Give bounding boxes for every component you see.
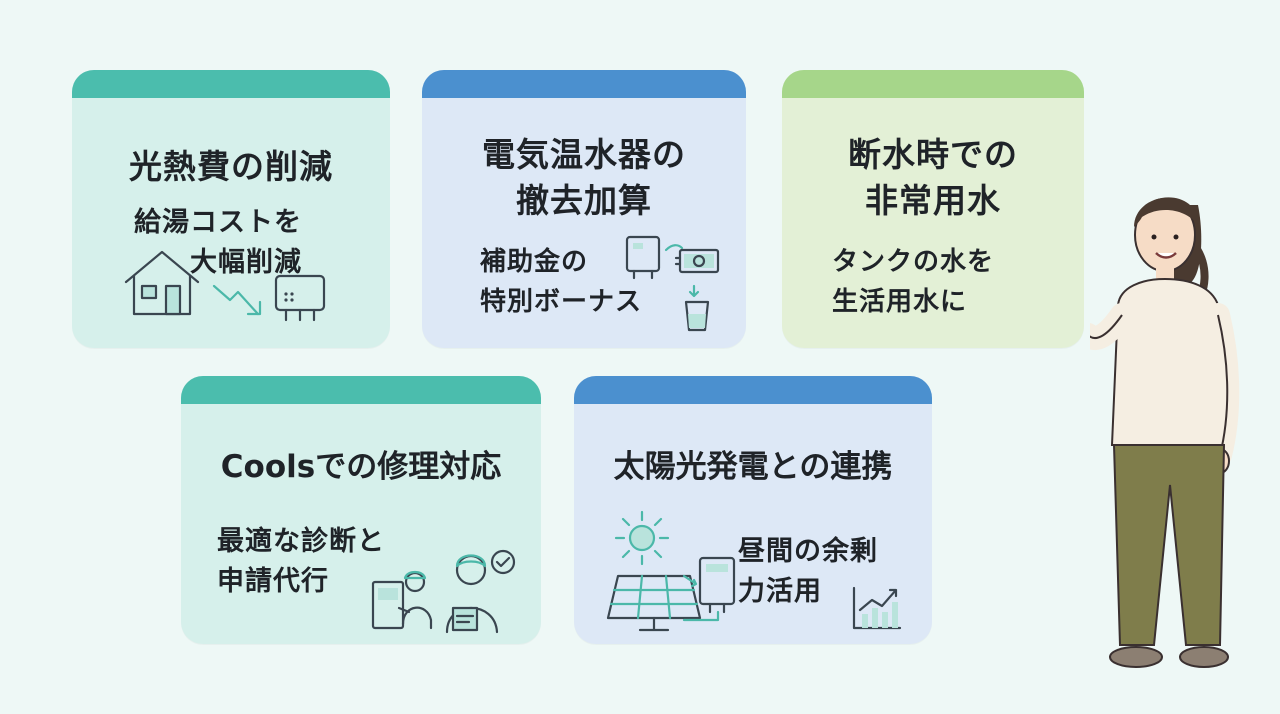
card-repair-support: Coolsでの修理対応 最適な診断と 申請代行 [181, 376, 541, 644]
card-title: Coolsでの修理対応 [181, 444, 541, 490]
water-heater-icon [274, 274, 326, 322]
card-subtitle-line: 昼間の余剰 [738, 536, 878, 567]
card-title: 断水時での 非常用水 [782, 132, 1084, 224]
checkmark-icon [490, 549, 516, 575]
growth-chart-icon [852, 586, 902, 630]
card-header-bar [72, 70, 390, 98]
presenter-woman-illustration [1090, 197, 1240, 668]
cash-icon [664, 244, 720, 274]
card-header-bar [422, 70, 746, 98]
card-subtitle-line: 大幅削減 [190, 247, 302, 278]
water-glass-icon [684, 284, 710, 332]
card-header-bar [782, 70, 1084, 98]
card-removal-subsidy: 電気温水器の 撤去加算 補助金の 特別ボーナス [422, 70, 746, 348]
card-title-line: 電気温水器の [482, 135, 686, 174]
card-title: 光熱費の削減 [72, 144, 390, 190]
card-solar-linkage: 太陽光発電との連携 昼間の余剰 力活用 [574, 376, 932, 644]
card-header-bar [574, 376, 932, 404]
card-title-line: Coolsでの修理対応 [220, 449, 502, 485]
card-title-line: 太陽光発電との連携 [613, 449, 893, 485]
card-title-line: 光熱費の削減 [129, 147, 333, 186]
card-subtitle: 昼間の余剰 力活用 [738, 532, 928, 612]
card-header-bar [181, 376, 541, 404]
card-subtitle-line: 申請代行 [217, 566, 329, 597]
card-subtitle-line: 力活用 [738, 576, 822, 607]
card-subtitle-line: 補助金の [480, 247, 589, 277]
card-subtitle-line: 給湯コストを [134, 207, 302, 238]
card-title-line: 断水時での [848, 135, 1018, 174]
card-emergency-water: 断水時での 非常用水 タンクの水を 生活用水に [782, 70, 1084, 348]
card-subtitle-line: タンクの水を [832, 247, 995, 277]
card-subtitle-line: 特別ボーナス [480, 287, 643, 317]
card-subtitle: 補助金の 特別ボーナス [480, 242, 680, 322]
down-trend-arrow-icon [212, 284, 262, 316]
card-subtitle-line: 生活用水に [832, 287, 968, 317]
card-energy-savings: 光熱費の削減 給湯コストを 大幅削減 [72, 70, 390, 348]
card-title: 太陽光発電との連携 [574, 444, 932, 490]
card-subtitle-line: 最適な診断と [217, 526, 385, 557]
card-title-line: 非常用水 [865, 181, 1001, 220]
card-subtitle: 最適な診断と 申請代行 [217, 522, 437, 602]
consultant-icon [445, 554, 499, 634]
technician-icon [371, 570, 433, 630]
house-icon [124, 250, 200, 316]
card-subtitle: タンクの水を 生活用水に [832, 242, 1072, 322]
card-subtitle: 給湯コストを 大幅削減 [134, 203, 384, 283]
solar-panel-icon [606, 574, 702, 632]
sun-icon [614, 510, 670, 566]
water-heater-icon [682, 556, 736, 622]
card-title: 電気温水器の 撤去加算 [422, 132, 746, 224]
water-heater-icon [625, 235, 661, 280]
card-title-line: 撤去加算 [516, 181, 652, 220]
